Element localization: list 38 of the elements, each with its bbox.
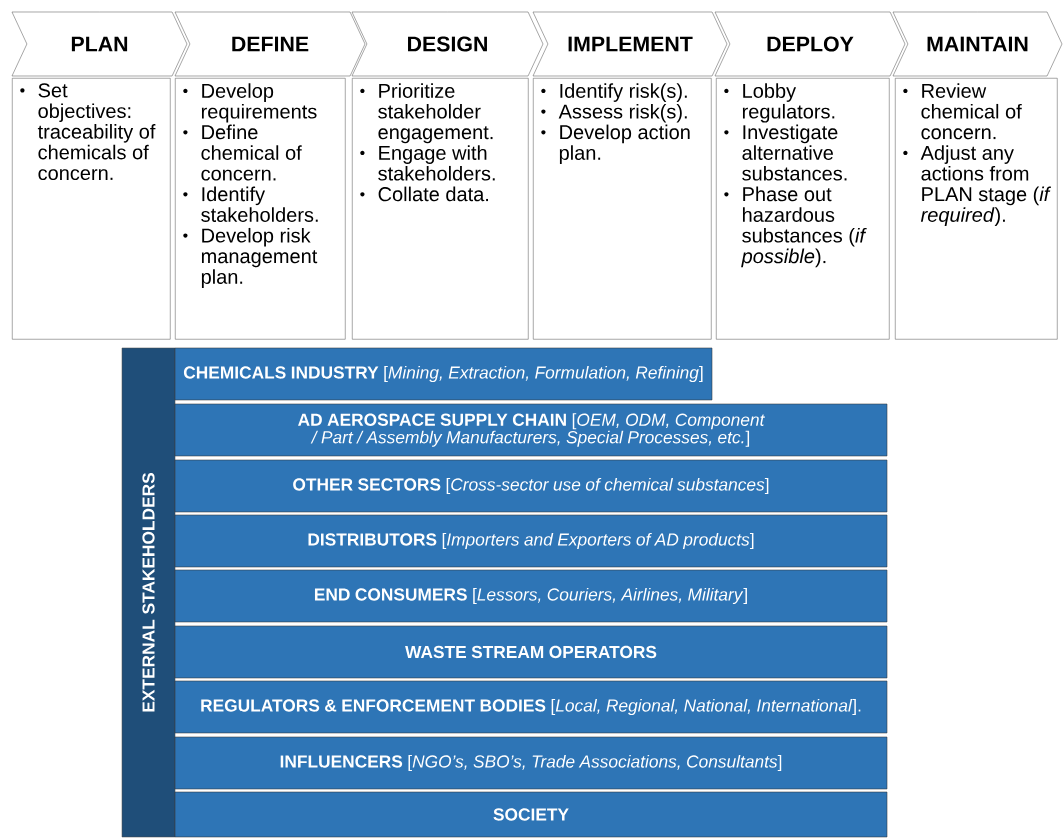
- stage-header: MAINTAIN: [892, 11, 1063, 77]
- stakeholder-row: REGULATORS & ENFORCEMENT BODIES [Local, Regional, National, International].: [174, 680, 888, 734]
- stage-header: PLAN: [11, 11, 188, 77]
- stage-header: DEPLOY: [714, 11, 906, 77]
- stakeholder-row: WASTE STREAM OPERATORS: [174, 625, 888, 679]
- bullet-item: Set objectives: traceability of chemicals of concern.: [20, 83, 156, 181]
- bullet-item: Develop action plan.: [541, 124, 690, 164]
- stakeholder-row: AD AEROSPACE SUPPLY CHAIN [OEM, ODM, Component / Part / Assembly Manufacturers, Special Processes, etc.]: [174, 403, 888, 457]
- bullet-item: Collate data.: [360, 186, 489, 202]
- stakeholder-row: END CONSUMERS [Lessors, Couriers, Airlines, Military]: [174, 569, 888, 623]
- bullet-item: Engage with stakeholders.: [360, 145, 495, 181]
- stakeholder-row: SOCIETY: [174, 791, 888, 838]
- stage-header: IMPLEMENT: [532, 11, 728, 77]
- bullet-item: Develop risk management plan.: [183, 227, 318, 288]
- task-list-box: [716, 78, 890, 340]
- bullet-item: Identify risk(s).: [541, 83, 687, 102]
- stakeholder-band: EXTERNAL STAKEHOLDERS: [121, 347, 176, 838]
- stakeholder-row: CHEMICALS INDUSTRY [Mining, Extraction, Formulation, Refining]: [174, 347, 713, 401]
- stage-header: DESIGN: [351, 11, 544, 77]
- bullet-item: Phase out hazardous substances (if possible).: [724, 186, 867, 268]
- bullet-item: Lobby regulators.: [724, 83, 835, 123]
- bullet-item: Define chemical of concern.: [183, 124, 302, 181]
- task-list-box: [12, 78, 171, 340]
- task-list-box: [533, 78, 712, 340]
- bullet-item: Prioritize stakeholder engagement.: [360, 83, 493, 144]
- stage-header: DEFINE: [174, 11, 366, 77]
- bullet-item: Identify stakeholders.: [183, 186, 318, 222]
- stakeholder-row: DISTRIBUTORS [Importers and Exporters of AD products]: [174, 514, 888, 568]
- bullet-item: Develop requirements: [183, 83, 317, 123]
- stakeholder-row: INFLUENCERS [NGO’s, SBO’s, Trade Associations, Consultants]: [174, 736, 888, 790]
- task-list-box: [175, 78, 346, 340]
- bullet-item: Assess risk(s).: [541, 103, 687, 123]
- bullet-item: Review chemical of concern.: [903, 83, 1022, 140]
- stakeholder-row: OTHER SECTORS [Cross-sector use of chemical substances]: [174, 459, 888, 513]
- task-list-box: [352, 78, 529, 340]
- task-list-box: [895, 78, 1058, 340]
- bullet-item: Investigate alternative substances.: [724, 124, 847, 181]
- bullet-item: Adjust any actions from PLAN stage (if required).: [903, 145, 1051, 226]
